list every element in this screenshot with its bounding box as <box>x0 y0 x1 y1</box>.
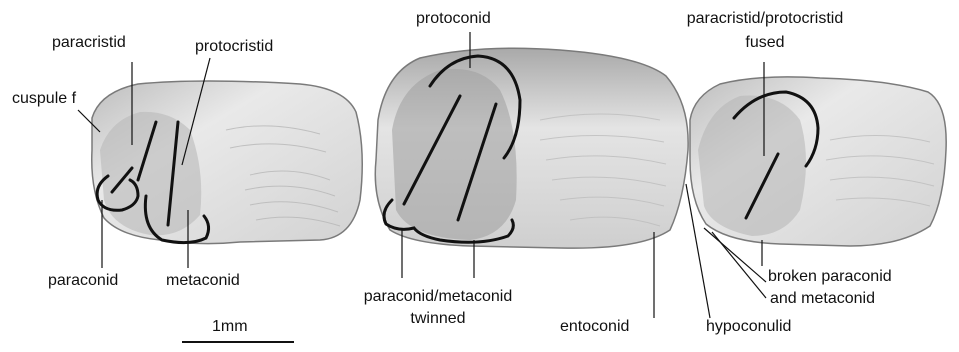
label-entoconid: entoconid <box>560 318 629 336</box>
tooth-left-trigonid-shade <box>100 112 201 236</box>
label-and-metaconid: and metaconid <box>770 290 875 308</box>
label-cuspule-f: cuspule f <box>12 90 76 108</box>
label-paraconid: paraconid <box>48 272 118 290</box>
label-protoconid: protoconid <box>416 10 491 28</box>
label-protocristid: protocristid <box>195 38 273 56</box>
label-paraconid-metaconid: paraconid/metaconid <box>346 288 530 306</box>
label-metaconid: metaconid <box>166 272 240 290</box>
tooth-middle <box>375 32 710 318</box>
label-twinned: twinned <box>346 310 530 328</box>
tooth-middle-trigonid-shade <box>392 69 517 240</box>
tooth-right <box>690 62 946 298</box>
label-broken-paraconid: broken paraconid <box>768 268 892 286</box>
label-fused: fused <box>672 34 858 52</box>
label-hypoconulid: hypoconulid <box>706 318 791 336</box>
label-paracristid: paracristid <box>52 34 126 52</box>
tooth-right-trigonid-shade <box>698 96 806 237</box>
scale-bar-label: 1mm <box>212 318 248 336</box>
tooth-left <box>78 58 362 268</box>
label-paracristid-protocristid: paracristid/protocristid <box>672 10 858 28</box>
